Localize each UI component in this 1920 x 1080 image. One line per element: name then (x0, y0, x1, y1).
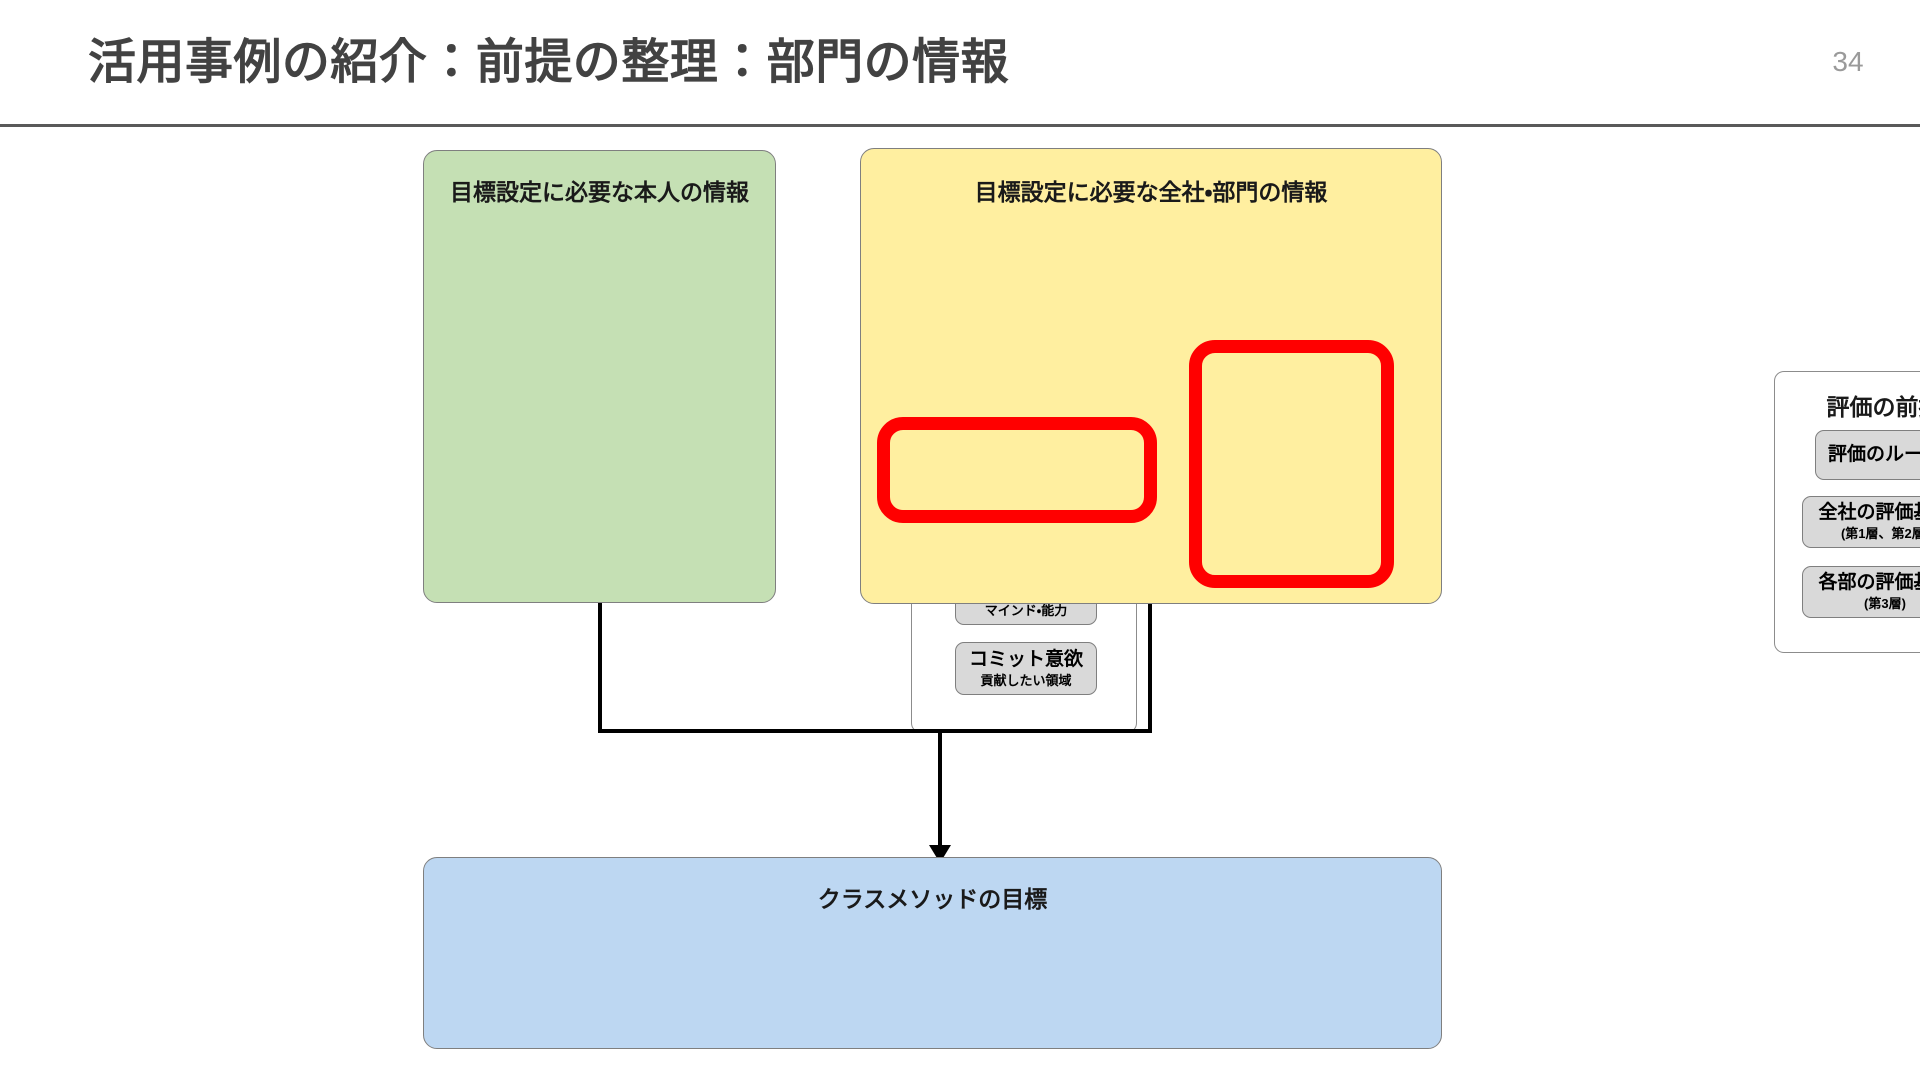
page-number: 34 (1832, 46, 1864, 77)
chip-commitment-sub: 貢献したい領域 (980, 672, 1072, 688)
header-divider (0, 124, 1920, 127)
connector-line-horizontal-merge (598, 729, 1152, 733)
group-evaluation-premise-title: 評価の前提 (1826, 394, 1920, 420)
connector-line-from-org-panel (1148, 604, 1152, 733)
chip-commitment-main: コミット意欲 (968, 648, 1083, 670)
chip-division-evaluation-standard-sub: (第3層) (1864, 596, 1906, 612)
panel-classmethod-goals-title: クラスメソッドの目標 (817, 886, 1048, 912)
chip-company-evaluation-standard-sub: (第1層、第2層) (1840, 526, 1920, 542)
page-title: 活用事例の紹介：前提の整理：部門の情報 (88, 36, 1010, 89)
chip-commitment[interactable]: コミット意欲 貢献したい領域 (955, 642, 1097, 695)
panel-self-title: 目標設定に必要な本人の情報 (450, 179, 749, 205)
panel-self-information: 目標設定に必要な本人の情報 自己の前提 職種 役割・責務 グレード 成長課題 マ… (423, 150, 1137, 733)
panel-company-department-information: 目標設定に必要な全社・部門の情報 評価の前提 評価のルール 全社の評価基準 (第… (860, 148, 1920, 653)
chip-evaluation-rule-main: 評価のルール (1827, 444, 1920, 466)
chip-division-evaluation-standard[interactable]: 各部の評価基準 (第3層) (1802, 566, 1920, 618)
group-evaluation-premise: 評価の前提 評価のルール 全社の評価基準 (第1層、第2層) 各部の評価基準 (… (1774, 371, 1920, 653)
chip-division-evaluation-standard-main: 各部の評価基準 (1818, 572, 1920, 594)
panel-classmethod-goals: クラスメソッドの目標 Job Description 個人OKR グレード目標 (423, 857, 1442, 1049)
connector-line-from-self-panel (598, 603, 602, 733)
highlight-ring-division-evaluation-standard (877, 417, 1157, 523)
chip-company-evaluation-standard[interactable]: 全社の評価基準 (第1層、第2層) (1802, 496, 1920, 548)
chip-evaluation-rule[interactable]: 評価のルール (1815, 430, 1920, 480)
panel-company-department-title: 目標設定に必要な全社・部門の情報 (974, 179, 1328, 205)
connector-line-to-goals-panel (938, 729, 942, 851)
chip-growth-issue-sub: マインド・能力 (984, 602, 1068, 618)
chip-company-evaluation-standard-main: 全社の評価基準 (1818, 502, 1920, 524)
highlight-ring-organization-premises (1189, 340, 1394, 588)
